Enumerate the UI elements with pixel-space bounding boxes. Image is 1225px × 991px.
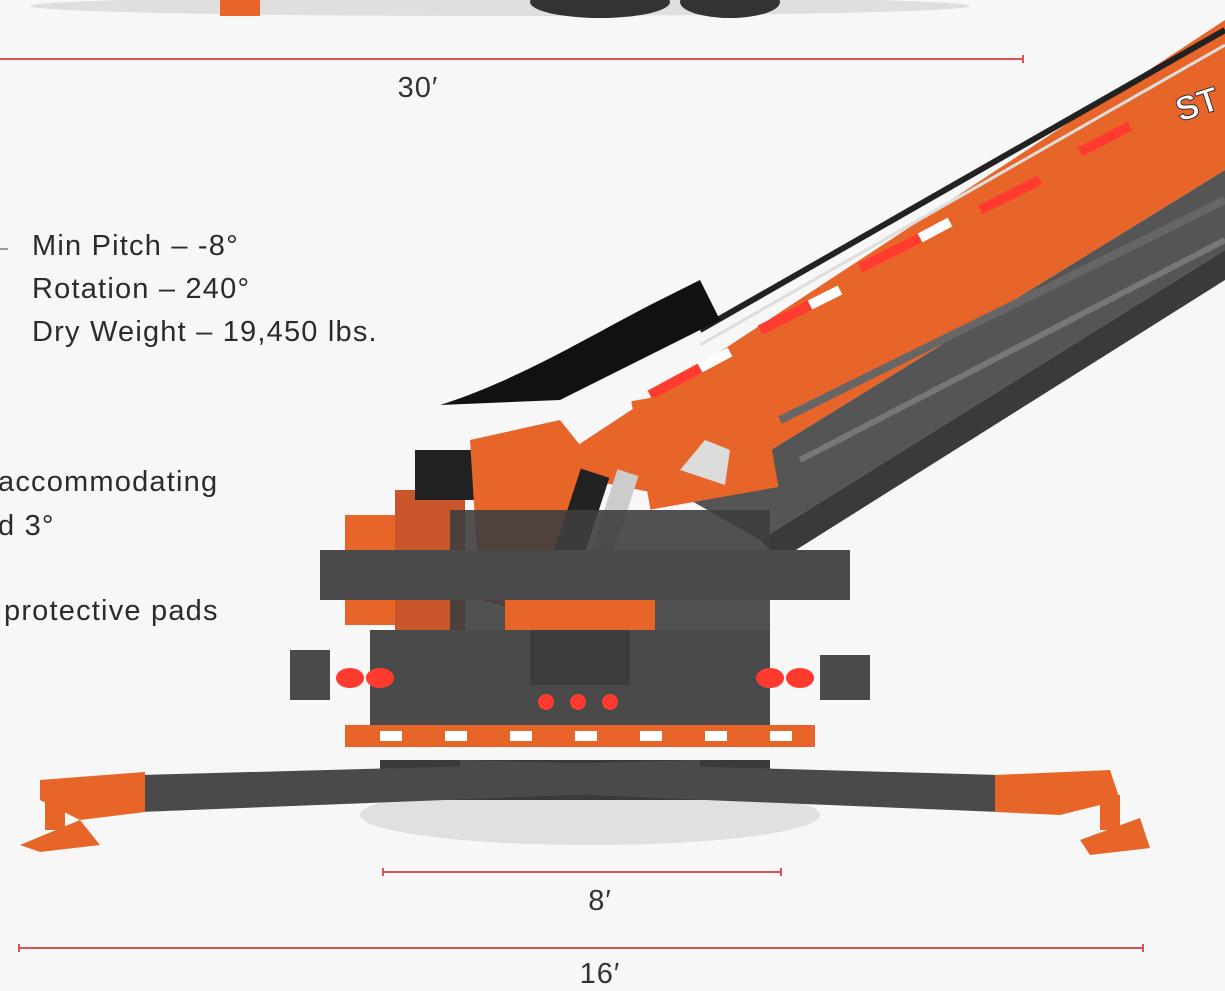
track-width-dimension-label: 8′	[588, 885, 612, 917]
outrigger-span-dimension-line	[18, 944, 1144, 952]
spec-dry-weight: Dry Weight – 19,450 lbs.	[32, 316, 378, 348]
text-fragment-3-degrees: d 3°	[0, 510, 55, 542]
spec-bullet-tick	[0, 248, 8, 250]
outrigger-span-dimension-label: 16′	[579, 958, 621, 990]
boom-mast	[440, 20, 1225, 560]
spec-min-pitch: Min Pitch – -8°	[32, 230, 239, 262]
length-dimension-line	[0, 55, 1024, 63]
track-width-dimension-line	[382, 868, 782, 876]
text-fragment-accommodating: accommodating	[0, 466, 219, 498]
carrier-frame	[290, 550, 870, 800]
spec-rotation: Rotation – 240°	[32, 273, 251, 305]
trailer-top-remnant	[30, 0, 970, 18]
outriggers	[20, 760, 1150, 855]
length-dimension-label: 30′	[397, 72, 439, 104]
text-fragment-protective-pads: protective pads	[4, 595, 219, 627]
